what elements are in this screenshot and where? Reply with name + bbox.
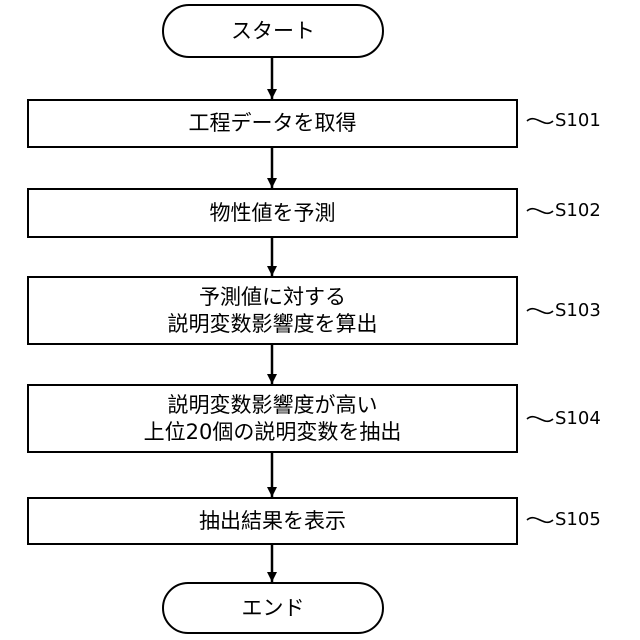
leader-s103: [527, 309, 553, 314]
end-label: エンド: [242, 595, 305, 622]
step-id-s103: S103: [555, 301, 601, 321]
leader-s104: [527, 417, 553, 422]
step-text-s104-line2: 上位20個の説明変数を抽出: [144, 419, 402, 446]
step-id-s104: S104: [555, 409, 601, 429]
step-text-s103-line1: 予測値に対する: [199, 284, 346, 311]
step-text-s101: 工程データを取得: [189, 110, 357, 137]
step-id-s102: S102: [555, 201, 601, 221]
step-id-s105: S105: [555, 510, 601, 530]
step-text-s104-line1: 説明変数影響度が高い: [168, 392, 378, 419]
step-box-s104: 説明変数影響度が高い 上位20個の説明変数を抽出: [27, 384, 518, 453]
step-box-s101: 工程データを取得: [27, 99, 518, 148]
step-text-s105: 抽出結果を表示: [199, 508, 346, 535]
start-terminal: スタート: [162, 4, 384, 58]
leader-s102: [527, 209, 553, 214]
leader-s101: [527, 119, 553, 124]
step-box-s105: 抽出結果を表示: [27, 497, 518, 545]
leader-s105: [527, 518, 553, 523]
step-text-s102: 物性値を予測: [210, 200, 336, 227]
start-label: スタート: [231, 18, 315, 45]
step-box-s103: 予測値に対する 説明変数影響度を算出: [27, 276, 518, 345]
step-id-s101: S101: [555, 111, 601, 131]
end-terminal: エンド: [162, 582, 384, 634]
step-text-s103-line2: 説明変数影響度を算出: [168, 311, 378, 338]
step-box-s102: 物性値を予測: [27, 188, 518, 238]
